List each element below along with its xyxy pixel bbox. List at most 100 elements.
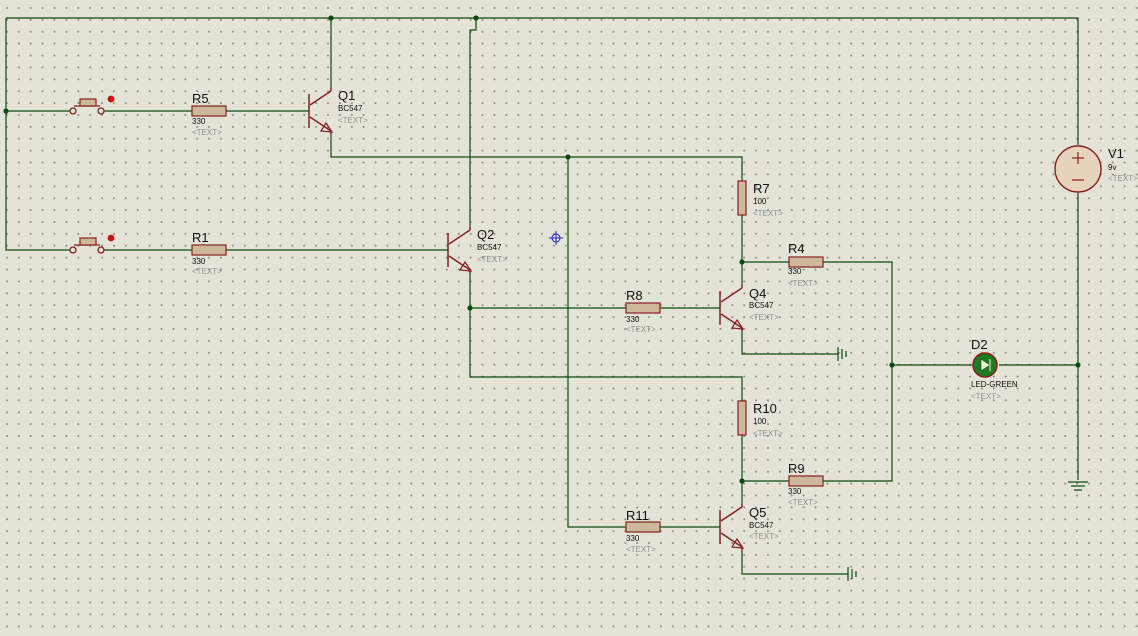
q1-value-label: BC547 — [338, 104, 363, 113]
r11-value-label: 330 — [626, 534, 640, 543]
transistor-q1[interactable] — [308, 88, 334, 134]
q5-text-label: <TEXT> — [749, 532, 779, 541]
npn-transistor-icon — [319, 121, 334, 133]
q4-value-label: BC547 — [749, 301, 774, 310]
transistor-collector-lead — [448, 229, 471, 245]
voltage-source-v1[interactable] — [1054, 145, 1102, 193]
wire-left-rail[interactable] — [5, 18, 70, 251]
r10-value-label: 100 — [753, 417, 767, 426]
wire-q5-emitter-ground[interactable] — [741, 550, 848, 575]
r8-value-label: 330 — [626, 315, 640, 324]
d2-value-label: LED-GREEN — [971, 380, 1018, 389]
resistor-r5[interactable] — [191, 105, 227, 117]
junction-dot — [3, 108, 9, 114]
npn-transistor-icon — [730, 318, 745, 330]
q5-ref-label: Q5 — [749, 505, 767, 520]
resistor-icon — [625, 521, 661, 533]
wire-q2-collector[interactable] — [469, 18, 477, 227]
v1-text-label: <TEXT> — [1108, 174, 1138, 183]
wire-node-to-r11[interactable] — [567, 157, 626, 528]
dc-voltage-source-icon — [1054, 145, 1102, 193]
transistor-emitter-lead — [448, 255, 471, 271]
push-button-sw1[interactable] — [69, 95, 115, 115]
wire-layer — [5, 17, 1079, 575]
wire-q1-emitter[interactable] — [330, 134, 743, 181]
ground-q4 — [837, 347, 847, 361]
transistor-q4[interactable] — [719, 285, 745, 331]
push-button-switch-icon — [79, 237, 97, 246]
resistor-icon — [788, 475, 824, 487]
resistor-r7[interactable] — [737, 180, 747, 216]
wire-q4-emitter-ground[interactable] — [741, 331, 838, 355]
resistor-icon — [625, 302, 661, 314]
r8-text-label: <TEXT> — [626, 325, 656, 334]
q2-ref-label: Q2 — [477, 227, 495, 242]
r4-text-label: <TEXT> — [788, 279, 818, 288]
r7-ref-label: R7 — [753, 181, 770, 196]
q1-ref-label: Q1 — [338, 88, 356, 103]
resistor-icon — [191, 244, 227, 256]
resistor-r8[interactable] — [625, 302, 661, 314]
npn-transistor-icon — [730, 537, 745, 549]
r1-value-label: 330 — [192, 257, 206, 266]
resistor-r11[interactable] — [625, 521, 661, 533]
transistor-emitter-lead — [720, 532, 743, 548]
switch-terminal-left — [69, 246, 77, 254]
q4-text-label: <TEXT> — [749, 313, 779, 322]
junction-dot — [473, 15, 479, 21]
resistor-r10[interactable] — [737, 400, 747, 436]
transistor-q2[interactable] — [447, 227, 473, 273]
d2-ref-label: D2 — [971, 337, 988, 352]
switch-state-indicator — [107, 95, 115, 103]
q2-text-label: <TEXT> — [477, 255, 507, 264]
resistor-icon — [737, 400, 747, 436]
q5-value-label: BC547 — [749, 521, 774, 530]
r4-ref-label: R4 — [788, 241, 805, 256]
resistor-r1[interactable] — [191, 244, 227, 256]
push-button-sw2[interactable] — [69, 234, 115, 254]
r1-text-label: <TEXT> — [192, 267, 222, 276]
junction-dot — [328, 15, 334, 21]
wire-q2-emitter[interactable] — [469, 273, 743, 401]
r5-value-label: 330 — [192, 117, 206, 126]
resistor-icon — [191, 105, 227, 117]
led-d2[interactable] — [972, 352, 998, 378]
d2-text-label: <TEXT> — [971, 392, 1001, 401]
transistor-q5[interactable] — [719, 504, 745, 550]
q1-text-label: <TEXT> — [338, 116, 368, 125]
q4-ref-label: Q4 — [749, 286, 767, 301]
resistor-r9[interactable] — [788, 475, 824, 487]
v1-value-label: 9v — [1108, 163, 1117, 172]
npn-transistor-icon — [458, 260, 473, 272]
r8-ref-label: R8 — [626, 288, 643, 303]
junction-dot — [467, 305, 473, 311]
wire-v1-to-d2[interactable] — [999, 193, 1079, 366]
wire-r4-to-led-bus[interactable] — [823, 261, 893, 482]
r7-value-label: 100 — [753, 197, 767, 206]
r9-text-label: <TEXT> — [788, 498, 818, 507]
resistor-r4[interactable] — [788, 256, 824, 268]
led-arrow — [980, 358, 991, 372]
transistor-collector-lead — [309, 90, 332, 106]
junction-dot — [739, 259, 745, 265]
r5-text-label: <TEXT> — [192, 128, 222, 137]
switch-terminal-right — [97, 107, 105, 115]
component-layer — [69, 88, 1102, 581]
junction-layer — [3, 15, 1081, 484]
r9-value-label: 330 — [788, 487, 802, 496]
switch-terminal-left — [69, 107, 77, 115]
transistor-emitter-lead — [309, 116, 332, 132]
r7-text-label: <TEXT> — [753, 209, 783, 218]
r11-text-label: <TEXT> — [626, 545, 656, 554]
transistor-collector-lead — [720, 287, 743, 303]
q2-value-label: BC547 — [477, 243, 502, 252]
wire-top-rail[interactable] — [6, 17, 1079, 145]
resistor-icon — [737, 180, 747, 216]
crosshair-cursor-icon — [549, 231, 563, 245]
r10-ref-label: R10 — [753, 401, 777, 416]
push-button-switch-icon — [79, 98, 97, 107]
switch-terminal-right — [97, 246, 105, 254]
r4-value-label: 330 — [788, 267, 802, 276]
junction-dot — [739, 478, 745, 484]
